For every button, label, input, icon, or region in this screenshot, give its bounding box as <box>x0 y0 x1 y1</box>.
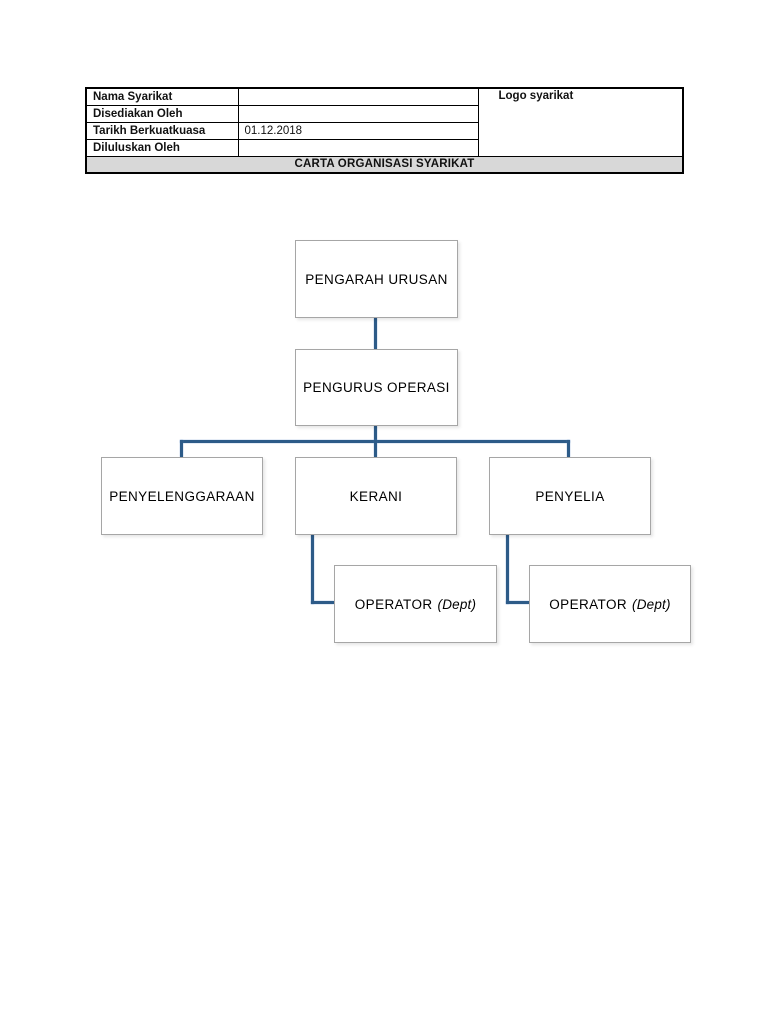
org-box-pengurus-operasi: PENGURUS OPERASI <box>295 349 458 426</box>
org-box-label: PENGURUS OPERASI <box>303 380 450 395</box>
org-box-label: OPERATOR <box>549 596 627 612</box>
org-box-label: PENYELIA <box>535 488 605 504</box>
org-box-penyelenggaraan: PENYELENGGARAAN <box>101 457 263 535</box>
field-label-disediakan-oleh: Disediakan Oleh <box>85 104 239 123</box>
document-title: CARTA ORGANISASI SYARIKAT <box>85 155 684 174</box>
title-block-table: Nama Syarikat Logo syarikat Disediakan O… <box>85 87 684 174</box>
connector-kerani-operator-horizontal <box>311 601 334 604</box>
org-box-label: KERANI <box>349 488 403 504</box>
field-label-tarikh-berkuatkuasa: Tarikh Berkuatkuasa <box>85 121 239 140</box>
field-value-disediakan-oleh <box>237 104 479 123</box>
org-box-pengarah-urusan: PENGARAH URUSAN <box>295 240 458 318</box>
table-row: Diluluskan Oleh <box>85 138 683 157</box>
org-box-label: PENYELENGGARAAN <box>109 488 255 504</box>
field-value-diluluskan-oleh <box>237 138 479 157</box>
org-box-label-suffix: (Dept) <box>437 596 477 612</box>
connector-pengarah-to-pengurus <box>374 318 377 349</box>
connector-kerani-operator-vertical <box>311 534 314 604</box>
org-box-label: OPERATOR <box>354 596 433 612</box>
field-value-nama-syarikat <box>237 87 479 106</box>
table-row: CARTA ORGANISASI SYARIKAT <box>85 155 684 174</box>
connector-drop-kerani <box>374 440 377 457</box>
connector-penyelia-operator-vertical <box>506 534 509 604</box>
connector-drop-penyelenggaraan <box>180 440 183 457</box>
field-label-nama-syarikat: Nama Syarikat <box>85 87 239 106</box>
table-row: Nama Syarikat Logo syarikat <box>85 87 684 157</box>
org-box-penyelia: PENYELIA <box>489 457 651 535</box>
org-box-label-suffix: (Dept) <box>632 596 671 612</box>
logo-placeholder-cell: Logo syarikat <box>477 87 684 157</box>
org-box-label: PENGARAH URUSAN <box>305 271 448 287</box>
connector-drop-penyelia <box>567 440 570 457</box>
field-value-tarikh-berkuatkuasa: 01.12.2018 <box>237 121 479 140</box>
field-label-diluluskan-oleh: Diluluskan Oleh <box>85 138 239 157</box>
org-box-operator-penyelia: OPERATOR (Dept) <box>529 565 691 643</box>
connector-penyelia-operator-horizontal <box>506 601 529 604</box>
connector-pengurus-stem <box>374 426 377 442</box>
org-box-operator-kerani: OPERATOR (Dept) <box>334 565 497 643</box>
org-box-kerani: KERANI <box>295 457 457 535</box>
